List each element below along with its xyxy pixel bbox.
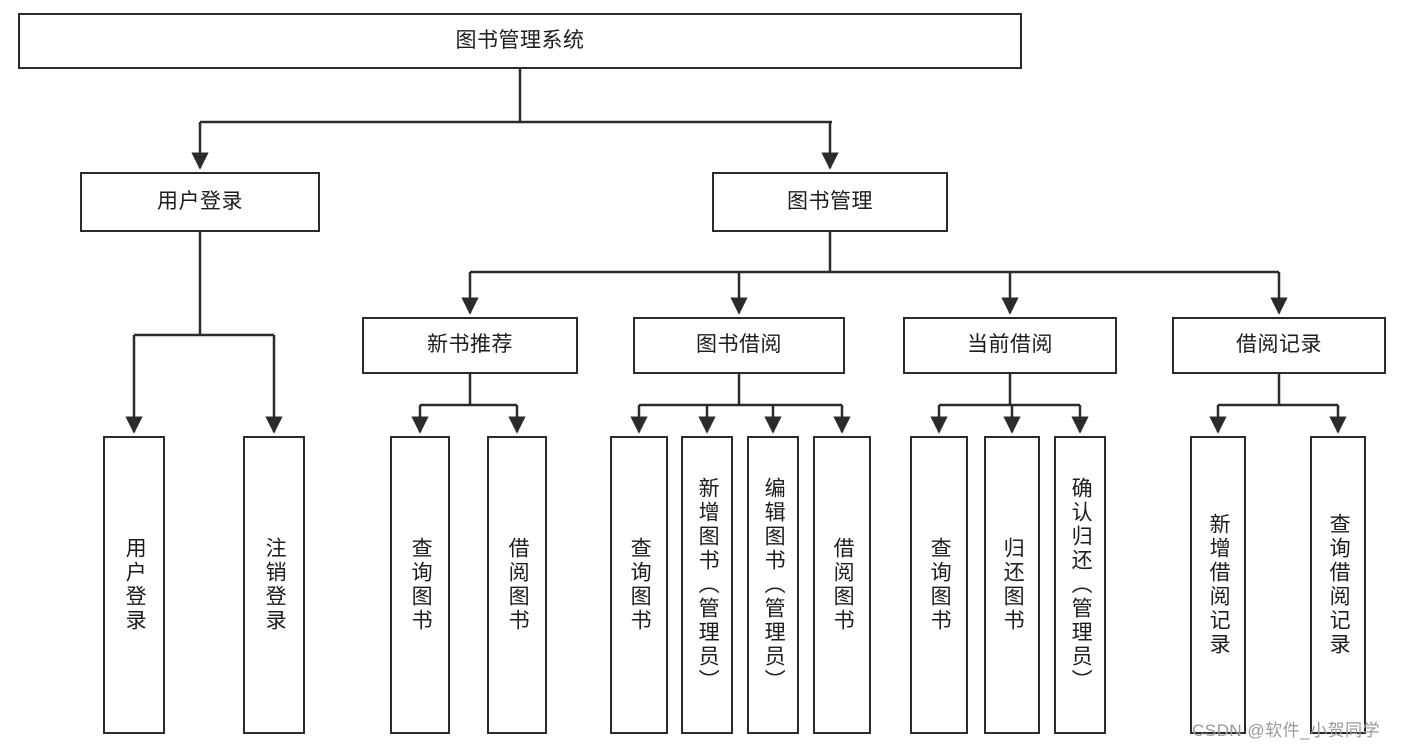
user-login[interactable]: 用户登录 — [80, 172, 320, 232]
query-borrow-record[interactable]: 查询借阅记录 — [1310, 436, 1366, 734]
node-label: 查询图书 — [409, 537, 433, 633]
root-node-title[interactable]: 图书管理系统 — [18, 13, 1022, 69]
user-login-leaf[interactable]: 用户登录 — [103, 436, 165, 734]
node-label: 用户登录 — [157, 189, 243, 213]
query-book-borrow[interactable]: 查询图书 — [610, 436, 668, 734]
node-label: 用户登录 — [123, 537, 147, 633]
node-label: 当前借阅 — [967, 333, 1053, 357]
node-label: 查询图书 — [628, 537, 652, 633]
return-book[interactable]: 归还图书 — [984, 436, 1040, 734]
node-label: 查询借阅记录 — [1327, 513, 1351, 657]
node-label: 图书管理 — [787, 189, 873, 213]
query-book-recommend[interactable]: 查询图书 — [390, 436, 450, 734]
current-borrow[interactable]: 当前借阅 — [903, 317, 1117, 374]
book-management[interactable]: 图书管理 — [712, 172, 948, 232]
new-book-recommend[interactable]: 新书推荐 — [362, 317, 578, 374]
node-label: 图书管理系统 — [455, 28, 585, 52]
node-label: 确认归还（管理员） — [1069, 477, 1093, 693]
borrow-book[interactable]: 借阅图书 — [813, 436, 871, 734]
add-borrow-record[interactable]: 新增借阅记录 — [1190, 436, 1246, 734]
logout-login-leaf[interactable]: 注销登录 — [243, 436, 305, 734]
confirm-return-admin[interactable]: 确认归还（管理员） — [1054, 436, 1106, 734]
node-label: 编辑图书（管理员） — [762, 477, 786, 693]
node-label: 借阅图书 — [506, 537, 530, 633]
add-book-admin[interactable]: 新增图书（管理员） — [681, 436, 733, 734]
node-label: 新增借阅记录 — [1207, 513, 1231, 657]
borrow-book-recommend[interactable]: 借阅图书 — [487, 436, 547, 734]
node-label: 新增图书（管理员） — [696, 477, 720, 693]
query-book-current[interactable]: 查询图书 — [910, 436, 968, 734]
book-borrow[interactable]: 图书借阅 — [633, 317, 845, 374]
node-label: 借阅记录 — [1236, 333, 1322, 357]
edit-book-admin[interactable]: 编辑图书（管理员） — [747, 436, 799, 734]
node-label: 借阅图书 — [831, 537, 855, 633]
node-label: 查询图书 — [928, 537, 952, 633]
csdn-watermark: CSDN @软件_小贺同学 — [1192, 721, 1381, 740]
node-label: 新书推荐 — [427, 333, 513, 357]
borrow-record[interactable]: 借阅记录 — [1172, 317, 1386, 374]
node-label: 图书借阅 — [696, 333, 782, 357]
node-label: 归还图书 — [1001, 537, 1025, 633]
node-label: 注销登录 — [263, 537, 287, 633]
